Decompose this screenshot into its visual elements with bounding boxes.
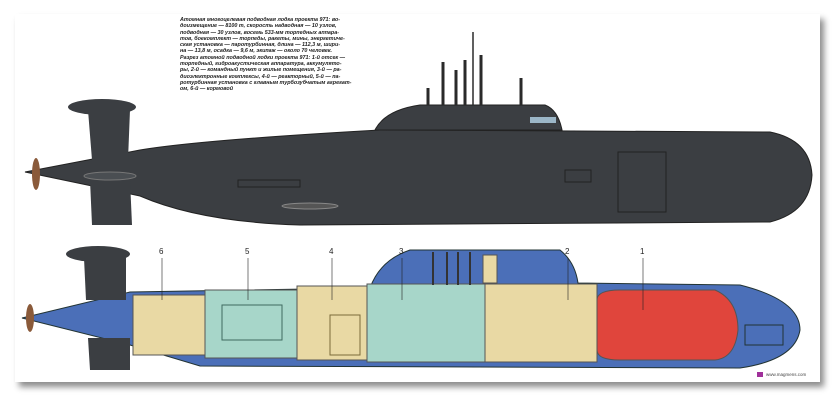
caption-line: Атомная многоцелевая подводная лодка про… [180,17,341,23]
caption-line: доизмещение — 8100 т, скорость надводная… [180,23,337,30]
site-logo-icon [757,372,763,377]
compartment-5-label: 5 [245,247,250,256]
caption-line: ры, 2-й — командный пункт и жилые помеще… [180,67,342,74]
caption-line: подводная — 30 узлов, восемь 533-мм торп… [180,29,339,36]
submarine-cutaway [21,246,801,370]
caption-line: диоэлектронные комплексы, 4-й — реакторн… [180,73,341,80]
compartment-1-label: 1 [640,247,645,256]
caption-line: ротурбинная установка с главным турбозуб… [180,79,352,86]
compartment-labels: 1 2 3 4 5 6 [159,247,645,310]
caption-line: торпедный, гидроакустическая аппаратура,… [180,61,342,68]
site-credit: www.magmens.com [766,372,807,377]
compartment-4-label: 4 [329,247,334,256]
compartment-6-label: 6 [159,247,164,256]
caption-line: на — 13,8 м, осадка — 9,6 м, экипаж — ок… [180,48,333,55]
caption-line: тов, боекомплект — торпеды, ракеты, мины… [180,35,345,42]
compartment-2-label: 2 [565,247,570,256]
caption-text: Атомная многоцелевая подводная лодка про… [180,17,352,93]
submarine-exterior [24,32,813,226]
caption-line: ом, 6-й — кормовой [180,86,233,93]
caption-line: ская установка — паротурбинная, длина — … [180,42,341,49]
caption-line: Разрез атомной подводной лодки проекта 9… [180,54,346,61]
compartment-3-label: 3 [399,247,404,256]
